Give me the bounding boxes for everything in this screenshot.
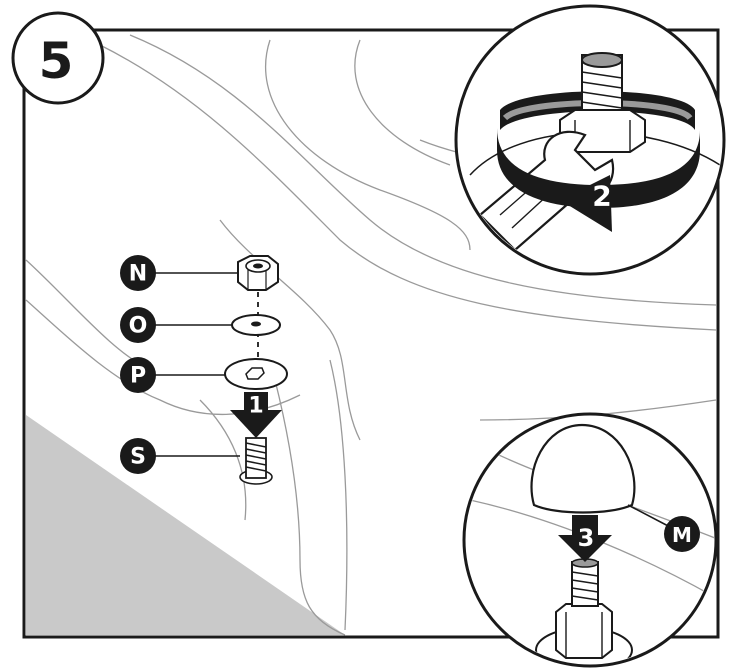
step-3-label: 3 [578, 524, 595, 552]
label-s-badge: S [120, 438, 156, 474]
label-s: S [130, 445, 146, 470]
label-m: M [672, 523, 692, 547]
label-m-badge: M [664, 516, 700, 552]
step-1-label: 1 [248, 394, 263, 419]
part-base-washer [150, 358, 288, 390]
arrow-step-1: 1 [230, 392, 282, 438]
part-washer [150, 314, 281, 336]
label-o-badge: O [120, 307, 156, 343]
step-number: 5 [39, 32, 74, 90]
step-badge: 5 [11, 11, 105, 105]
label-n: N [129, 262, 147, 287]
label-o: O [129, 314, 148, 339]
label-n-badge: N [120, 255, 156, 291]
label-p-badge: P [120, 357, 156, 393]
detail-tighten: 2 [454, 4, 726, 276]
step-2-label: 2 [592, 180, 611, 213]
label-p: P [130, 364, 146, 389]
part-bolt [150, 437, 273, 485]
part-nut [150, 255, 279, 291]
floor-shade [26, 415, 345, 635]
detail-cap: 3 M [462, 412, 718, 668]
